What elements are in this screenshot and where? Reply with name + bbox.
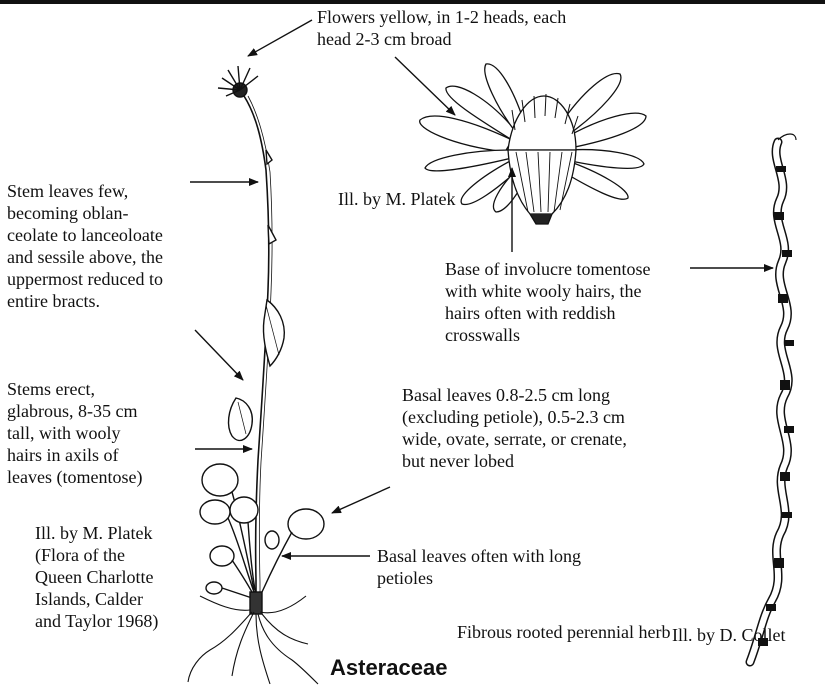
plant-flower-head — [218, 66, 258, 97]
whole-plant-drawing — [188, 66, 324, 684]
credit-whole-plant: Ill. by M. Platek (Flora of the Queen Ch… — [35, 522, 158, 632]
plant-basal-leaves — [200, 464, 324, 598]
label-stems: Stems erect, glabrous, 8-35 cm tall, wit… — [7, 378, 142, 488]
family-name: Asteraceae — [330, 655, 447, 681]
label-involucre: Base of involucre tomentose with white w… — [445, 258, 650, 346]
label-basal-leaves-size: Basal leaves 0.8-2.5 cm long (excluding … — [402, 384, 627, 472]
label-flowers: Flowers yellow, in 1-2 heads, each head … — [317, 6, 566, 50]
arrow-stem-leaves-to-leaf — [195, 330, 243, 380]
arrow-basal-leaf-size — [332, 487, 390, 513]
plant-stem-leaf-lower — [229, 398, 253, 440]
label-habit: Fibrous rooted perennial herb — [457, 621, 670, 643]
label-basal-leaves-petioles: Basal leaves often with long petioles — [377, 545, 581, 589]
credit-hair: Ill. by D. Collet — [672, 624, 786, 646]
arrow-flowers-to-plant-head — [248, 20, 312, 56]
arrow-flowers-to-closeup — [395, 57, 455, 115]
credit-flower-head: Ill. by M. Platek — [338, 188, 456, 210]
plant-stem-leaf-upper — [263, 300, 284, 366]
wooly-hair-closeup — [750, 134, 796, 662]
label-stem-leaves: Stem leaves few, becoming oblan- ceolate… — [7, 180, 163, 312]
